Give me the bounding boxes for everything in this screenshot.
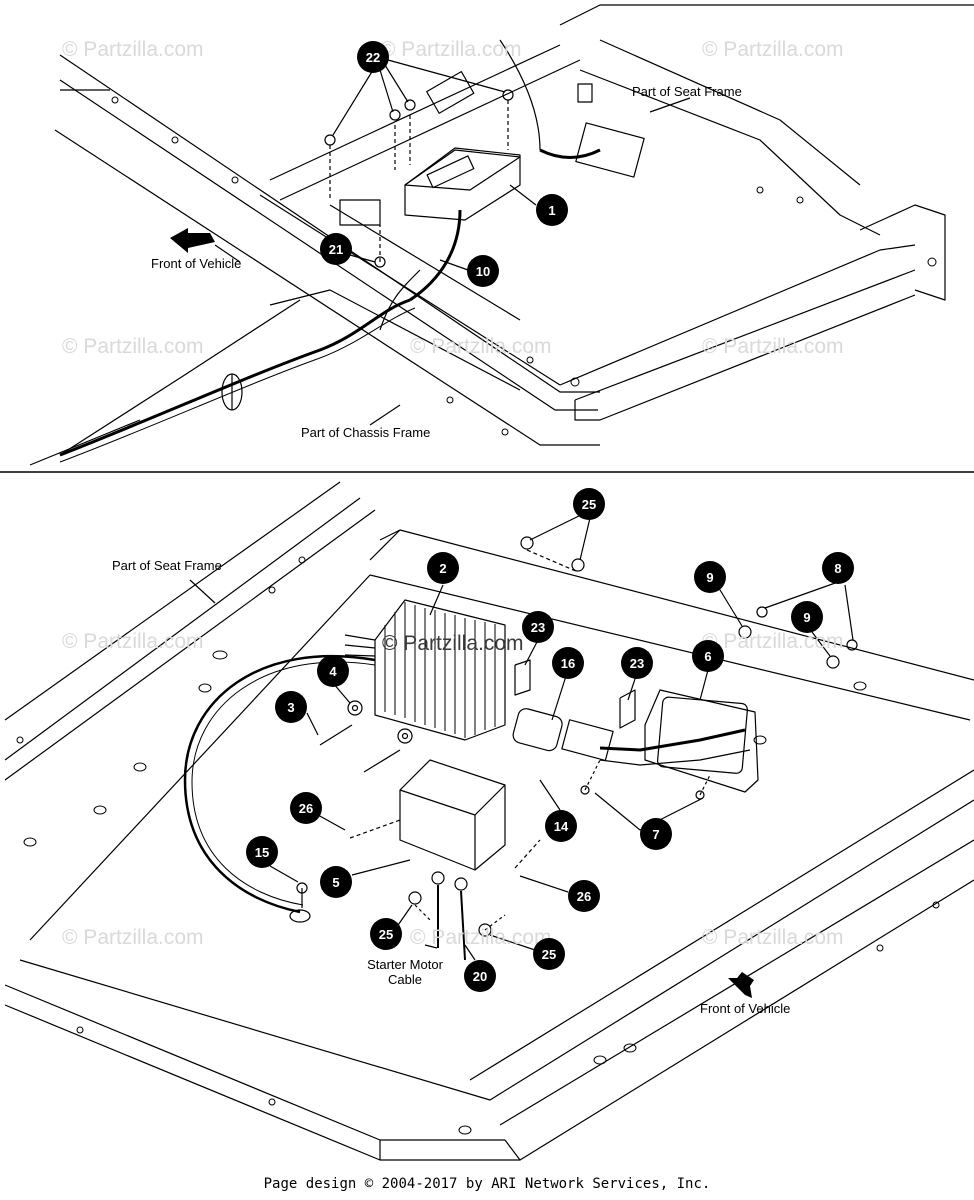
- label-front-vehicle-top: Front of Vehicle: [151, 256, 242, 271]
- callout-4: 4: [317, 655, 349, 687]
- callout-8: 8: [822, 552, 854, 584]
- callout-2: 2: [427, 552, 459, 584]
- callout-9: 9: [791, 601, 823, 633]
- label-starter-line-2: Cable: [388, 972, 422, 987]
- label-chassis-frame: Part of Chassis Frame: [301, 425, 431, 440]
- watermark: © Partzilla.com: [410, 335, 552, 358]
- label-starter-motor-cable: Starter Motor Cable: [360, 957, 450, 987]
- callout-26: 26: [290, 792, 322, 824]
- watermark: © Partzilla.com: [62, 38, 204, 61]
- watermark: © Partzilla.com: [702, 335, 844, 358]
- watermark-center: © Partzilla.com: [382, 632, 524, 655]
- callout-9: 9: [694, 561, 726, 593]
- callout-3: 3: [275, 691, 307, 723]
- footer-copyright: Page design © 2004-2017 by ARI Network S…: [263, 1176, 711, 1192]
- callout-25: 25: [370, 918, 402, 950]
- watermark: © Partzilla.com: [62, 335, 204, 358]
- callout-21: 21: [320, 233, 352, 265]
- callout-16: 16: [552, 647, 584, 679]
- callout-10: 10: [467, 255, 499, 287]
- callout-23: 23: [522, 611, 554, 643]
- callout-25: 25: [573, 488, 605, 520]
- label-starter-line-1: Starter Motor: [367, 957, 443, 972]
- watermark: © Partzilla.com: [62, 630, 204, 653]
- watermark: © Partzilla.com: [702, 38, 844, 61]
- callout-14: 14: [545, 810, 577, 842]
- label-seat-frame-top: Part of Seat Frame: [632, 84, 742, 99]
- label-front-vehicle-bottom: Front of Vehicle: [700, 1001, 791, 1016]
- callout-7: 7: [640, 818, 672, 850]
- callout-5: 5: [320, 866, 352, 898]
- callout-26: 26: [568, 880, 600, 912]
- callout-25: 25: [533, 938, 565, 970]
- watermark: © Partzilla.com: [380, 38, 522, 61]
- callout-22: 22: [357, 41, 389, 73]
- callout-20: 20: [464, 960, 496, 992]
- watermark: © Partzilla.com: [702, 926, 844, 949]
- callout-6: 6: [692, 640, 724, 672]
- watermark: © Partzilla.com: [410, 926, 552, 949]
- callout-23: 23: [621, 647, 653, 679]
- callout-15: 15: [246, 836, 278, 868]
- watermark: © Partzilla.com: [702, 630, 844, 653]
- callout-1: 1: [536, 194, 568, 226]
- watermark: © Partzilla.com: [62, 926, 204, 949]
- label-seat-frame-bottom: Part of Seat Frame: [112, 558, 222, 573]
